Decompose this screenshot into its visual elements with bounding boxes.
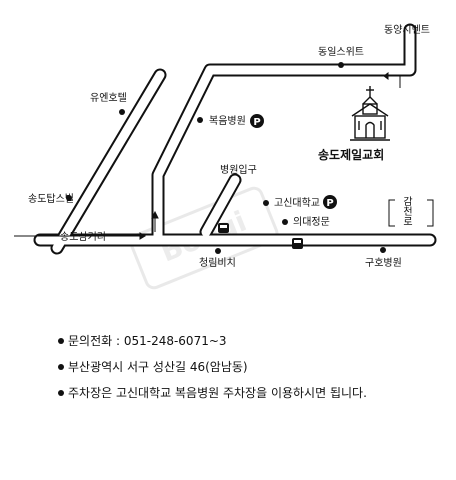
- dot-cheongnam: [215, 248, 221, 254]
- label-hospital-entrance: 병원입구: [220, 163, 257, 176]
- info-address-row: 부산광역시 서구 성산길 46(암남동): [58, 358, 448, 384]
- bus-icon: [292, 238, 303, 249]
- bullet-icon: [58, 390, 64, 396]
- label-songdo-tapsville: 송도탑스빌: [28, 193, 74, 205]
- label-church-name: 송도제일교회: [318, 147, 384, 162]
- label-guho-hospital: 구호병원: [365, 257, 402, 269]
- label-gosin-univ: 고신대학교: [274, 197, 320, 209]
- info-phone-row: 문의전화 : 051-248-6071~3: [58, 332, 448, 358]
- contact-info: 문의전화 : 051-248-6071~3 부산광역시 서구 성산길 46(암남…: [58, 332, 448, 410]
- label-songdo-junction: 송도삼거리: [60, 231, 106, 243]
- label-dongil-suite: 동일스위트: [318, 45, 364, 58]
- label-youen-hotel: 유엔호텔: [90, 92, 127, 104]
- dot-guho-hospital: [380, 247, 386, 253]
- dot-medical-gate: [282, 219, 288, 225]
- label-gamcheon-road: 감천로: [401, 196, 413, 226]
- info-parking-row: 주차장은 고신대학교 복음병원 주차장을 이용하시면 됩니다.: [58, 384, 448, 410]
- dot-dongil-suite: [338, 62, 344, 68]
- parking-icon: P: [250, 114, 264, 128]
- bullet-icon: [58, 338, 64, 344]
- svg-text:P: P: [326, 198, 333, 209]
- label-bokeum-hospital: 복음병원: [209, 115, 246, 127]
- bus-icon: [218, 223, 229, 233]
- phone-text: 문의전화 : 051-248-6071~3: [68, 334, 227, 348]
- dot-bokeum-hospital: [197, 117, 203, 123]
- parking-text: 주차장은 고신대학교 복음병원 주차장을 이용하시면 됩니다.: [68, 386, 367, 400]
- parking-icon: P: [323, 195, 337, 209]
- gamcheon-bracket: [388, 199, 434, 227]
- address-text: 부산광역시 서구 성산길 46(암남동): [68, 360, 248, 374]
- roads: [33, 23, 437, 255]
- label-medical-gate: 의대정문: [293, 216, 330, 228]
- dot-gosin-univ: [263, 200, 269, 206]
- dot-youen-hotel: [119, 109, 125, 115]
- location-map: Boogi: [14, 23, 437, 290]
- svg-text:P: P: [253, 117, 260, 128]
- label-cheongnam-beach: 청림비치: [199, 257, 236, 269]
- bullet-icon: [58, 364, 64, 370]
- landmark-dots: [66, 62, 386, 254]
- church-icon: [350, 86, 390, 141]
- label-dongyang-cement: 동양시멘트: [384, 24, 430, 36]
- dot-tapsville: [66, 195, 72, 201]
- direction-arrows: [14, 72, 401, 240]
